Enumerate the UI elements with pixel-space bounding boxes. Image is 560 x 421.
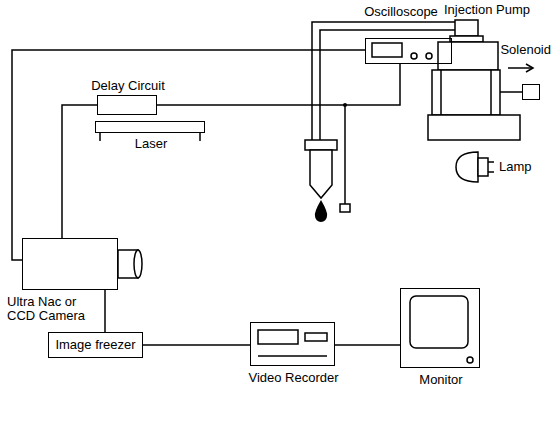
signal-wire [500, 91, 522, 93]
node-label: Injection Pump [444, 3, 530, 17]
scope-screen [372, 43, 402, 57]
pump-base [428, 115, 520, 140]
solenoid-box: Solenoid [522, 84, 540, 100]
pump-cap [455, 20, 478, 36]
node-label: Lamp [499, 160, 532, 174]
signal-wire [62, 105, 97, 238]
signal-wire [157, 64, 400, 105]
lamp-prong [488, 161, 494, 163]
scope-knob [411, 53, 417, 59]
node-label: Ultra Nac or CCD Camera [7, 295, 92, 323]
image-freezer-box: Image freezer [48, 332, 143, 358]
recorder-line [258, 355, 327, 357]
camera-lens-front [134, 250, 142, 278]
lamp-prong [488, 171, 494, 173]
pump-flange [450, 36, 483, 42]
node-label: Solenoid [500, 43, 551, 57]
monitor-knob [467, 357, 473, 363]
laser-box: Laser [95, 121, 205, 133]
node-label: Video Recorder [241, 371, 346, 385]
lamp-bulb [456, 152, 478, 182]
supply-tube [320, 30, 455, 140]
droplet [315, 200, 327, 222]
pump-barrel [432, 70, 500, 115]
supply-tube [312, 22, 455, 140]
injection-pump: Injection Pump [428, 20, 500, 140]
oscilloscope-box: Oscilloscope [365, 38, 452, 64]
monitor-screen [410, 296, 468, 348]
signal-wire [12, 50, 365, 260]
nozzle [310, 150, 332, 198]
pump-detail [440, 70, 442, 115]
monitor-box: Monitor [400, 288, 480, 368]
lamp: Lamp [455, 150, 494, 184]
nozzle-cap [305, 140, 337, 150]
node-label: Oscilloscope [351, 5, 451, 19]
signal-wire [143, 344, 250, 346]
laser-foot [199, 133, 201, 141]
recorder-slot [258, 330, 298, 344]
photo-sensor [340, 204, 350, 212]
camera-box: Ultra Nac or CCD Camera [22, 238, 118, 290]
scope-knob [426, 53, 432, 59]
laser-foot [99, 133, 101, 141]
node-label: Laser [96, 137, 206, 151]
motion-arrow-head [526, 64, 533, 72]
delay-circuit-box: Delay Circuit [97, 95, 157, 115]
recorder-panel [305, 333, 327, 341]
signal-wire [335, 344, 400, 346]
pump-detail [490, 70, 492, 115]
motion-arrow [508, 67, 532, 69]
signal-wire [104, 290, 106, 332]
node-label: Delay Circuit [78, 79, 178, 93]
pump-body [438, 42, 498, 70]
video-recorder-box: Video Recorder [250, 322, 335, 366]
node-label: Image freezer [55, 338, 135, 352]
sensor-wire [344, 105, 346, 204]
node-label: Monitor [401, 373, 481, 387]
lamp-base [478, 158, 488, 176]
